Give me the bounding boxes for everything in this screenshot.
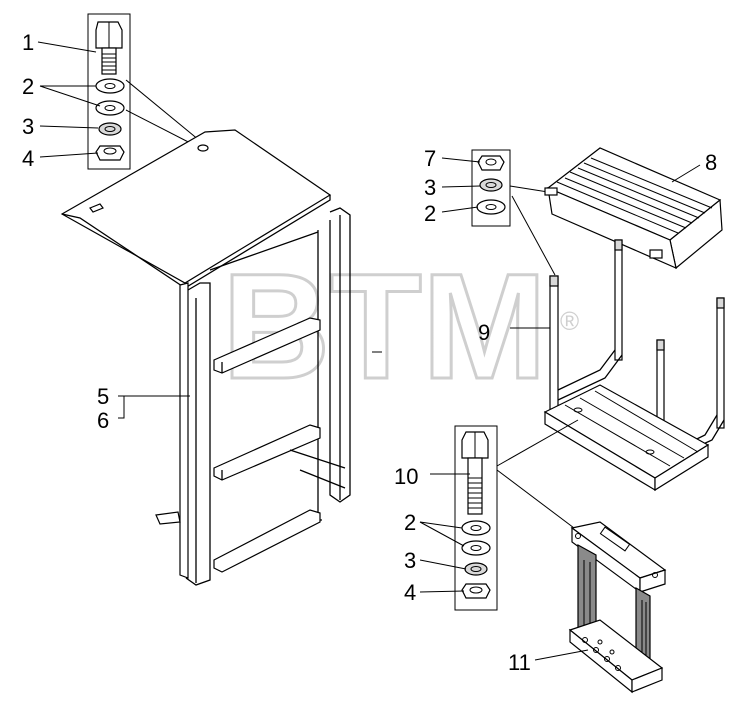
callout-8: 8 — [705, 150, 717, 175]
washer-2-mid — [476, 199, 506, 215]
fastener-kit-frame-bottom — [454, 425, 498, 611]
fastener-kit-frame-mid — [471, 149, 511, 227]
frame-legs — [549, 239, 725, 471]
step-frame — [510, 239, 725, 492]
fastener-kit-middle — [471, 149, 556, 276]
lock-washer-3 — [98, 122, 122, 136]
fastener-kit-frame — [87, 13, 131, 170]
callout-4-bottom: 4 — [404, 580, 416, 605]
watermark: BTM ® — [221, 241, 580, 412]
callout-1: 1 — [22, 30, 34, 55]
callout-labels: 1 2 3 4 5 6 7 3 2 8 9 10 2 3 4 11 — [22, 30, 717, 675]
callout-4-top: 4 — [22, 146, 34, 171]
step-ladder-assembly — [60, 129, 382, 586]
callout-3-mid: 3 — [424, 175, 436, 200]
nut-4-bottom — [461, 583, 491, 599]
nut-4 — [95, 145, 125, 161]
washer-2c — [461, 520, 491, 536]
fastener-kit-top — [87, 13, 206, 170]
washer-2a — [95, 78, 125, 94]
frame-base-end — [654, 443, 709, 492]
support-bracket — [568, 521, 667, 694]
callout-2-bottom: 2 — [404, 510, 416, 535]
registered-mark: ® — [560, 306, 579, 336]
callout-5: 5 — [97, 384, 109, 409]
bolt-10 — [461, 431, 489, 515]
callout-leaders — [37, 41, 701, 661]
callout-2-top: 2 — [22, 74, 34, 99]
grating-tab-left — [544, 187, 558, 196]
nut-7 — [477, 155, 505, 171]
grating-side — [547, 187, 677, 270]
mounting-bracket — [155, 511, 181, 525]
lock-washer-3-mid — [479, 178, 503, 192]
callout-6: 6 — [97, 408, 109, 433]
washer-2b — [95, 100, 125, 116]
callout-7: 7 — [424, 146, 436, 171]
grating-panel — [544, 147, 723, 270]
left-stringer — [179, 282, 189, 579]
lock-washer-3-bottom — [464, 562, 488, 576]
fastener-kit-bottom — [454, 419, 591, 611]
callout-2-mid: 2 — [424, 201, 436, 226]
callout-3-bottom: 3 — [404, 548, 416, 573]
watermark-text: BTM — [222, 242, 547, 410]
callout-9: 9 — [478, 320, 490, 345]
callout-3-top: 3 — [22, 114, 34, 139]
bolt-1 — [95, 21, 123, 75]
mounting-hole — [197, 144, 209, 152]
ladder-top-platform — [60, 129, 332, 284]
washer-2d — [461, 540, 491, 556]
grating-tab-right — [649, 249, 663, 259]
callout-11: 11 — [508, 650, 531, 675]
bracket-holes — [575, 533, 658, 671]
ladder-steps — [213, 317, 321, 573]
callout-10: 10 — [394, 464, 418, 489]
